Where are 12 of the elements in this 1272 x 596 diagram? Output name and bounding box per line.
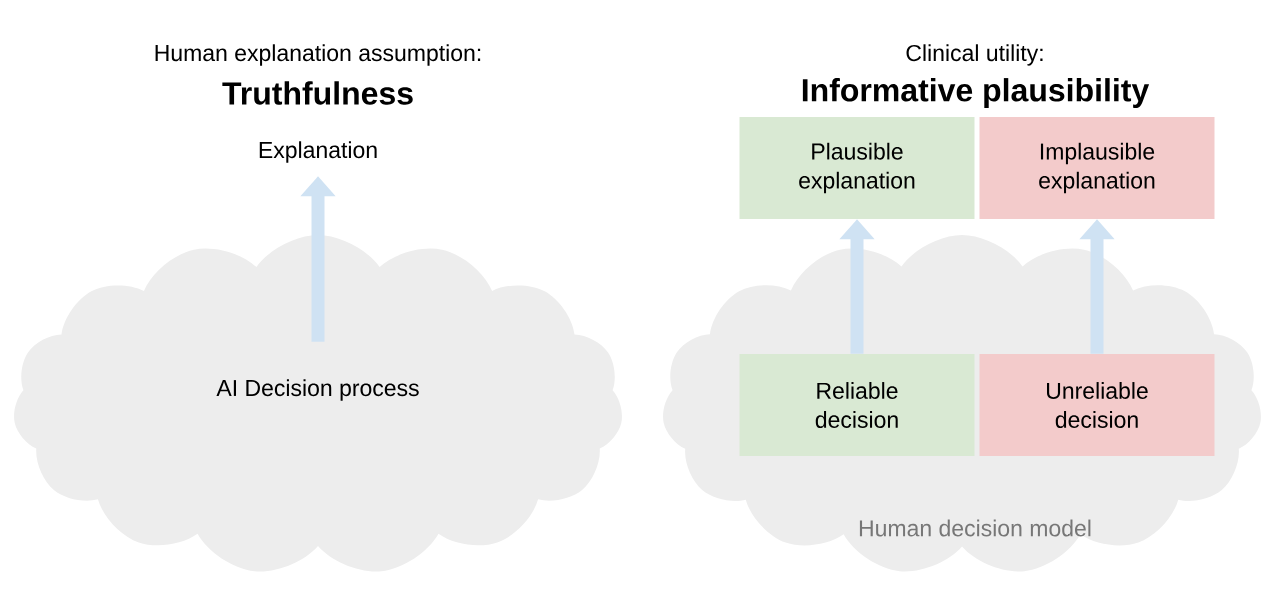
colored-box: Plausible explanation bbox=[739, 117, 975, 219]
colored-box: Implausible explanation bbox=[979, 117, 1215, 219]
colored-box: Unreliable decision bbox=[979, 354, 1215, 456]
text-label: Explanation bbox=[259, 141, 377, 163]
panel-heading: Clinical utility: bbox=[906, 44, 1043, 66]
text-label: AI Decision process bbox=[216, 379, 419, 401]
cloud-shape bbox=[14, 235, 622, 572]
panel-title: Informative plausibility bbox=[802, 78, 1150, 108]
panel-heading: Human explanation assumption: bbox=[155, 44, 481, 66]
panel-title: Truthfulness bbox=[222, 81, 413, 105]
cloud-label: Human decision model bbox=[859, 519, 1091, 537]
colored-box: Reliable decision bbox=[739, 354, 975, 456]
